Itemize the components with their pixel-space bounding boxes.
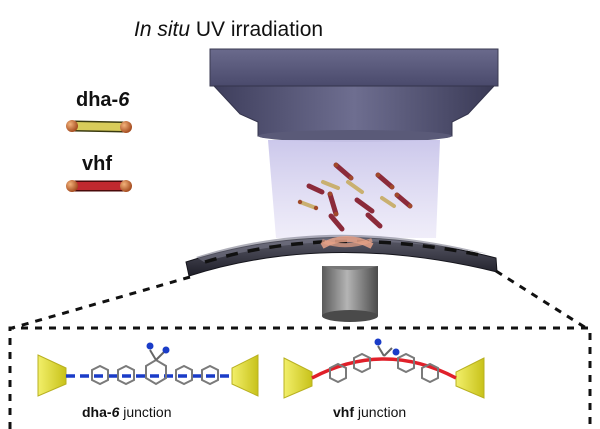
molecule-rod [306, 162, 413, 232]
uv-lamp [209, 48, 499, 142]
vhf-legend-rod [66, 180, 132, 192]
dha-substituents [146, 342, 170, 361]
red-conductance-path [311, 357, 457, 380]
lamp-cone [212, 85, 496, 137]
title-italic: In situ [134, 18, 191, 41]
dha-molecule-rings [91, 358, 219, 386]
dha-legend-prefix: dha- [76, 89, 119, 111]
dha-caption-number: 6 [111, 404, 120, 420]
title-rest: UV irradiation [190, 18, 324, 41]
junction-bridge [320, 236, 374, 249]
lamp-aperture [258, 130, 452, 142]
vhf-junction-illustration [283, 338, 485, 399]
dha-caption-prefix: dha- [82, 404, 112, 420]
vhf-substituents [374, 338, 400, 357]
lamp-top-plate [209, 48, 499, 87]
dha-legend-number: 6 [118, 89, 130, 111]
dha-legend-rod [66, 120, 132, 133]
vhf-junction-caption: vhf junction [333, 404, 406, 420]
molecule-rod-light [298, 180, 396, 210]
zoom-lines [11, 269, 587, 330]
dha-legend-label: dha-6 [76, 89, 129, 112]
left-electrode [37, 354, 67, 397]
molecule-end-atoms [297, 162, 413, 217]
vhf-caption-bold: vhf [333, 404, 354, 420]
substrate-top-face [196, 234, 488, 262]
floating-molecules [297, 162, 413, 232]
left-electrode [283, 357, 313, 399]
dha-caption-suffix: junction [119, 404, 172, 420]
vhf-caption-suffix: junction [354, 404, 407, 420]
right-electrode [455, 357, 485, 399]
inset-box [8, 326, 592, 429]
dha-junction-caption: dha-6 junction [82, 404, 172, 420]
figure-title: In situ UV irradiation [134, 18, 323, 42]
vhf-legend-label: vhf [82, 153, 112, 175]
dha-junction-illustration [37, 342, 259, 397]
support-post [322, 266, 378, 322]
uv-beam [268, 140, 440, 238]
right-electrode [231, 354, 259, 397]
vhf-molecule-rings [329, 352, 439, 384]
